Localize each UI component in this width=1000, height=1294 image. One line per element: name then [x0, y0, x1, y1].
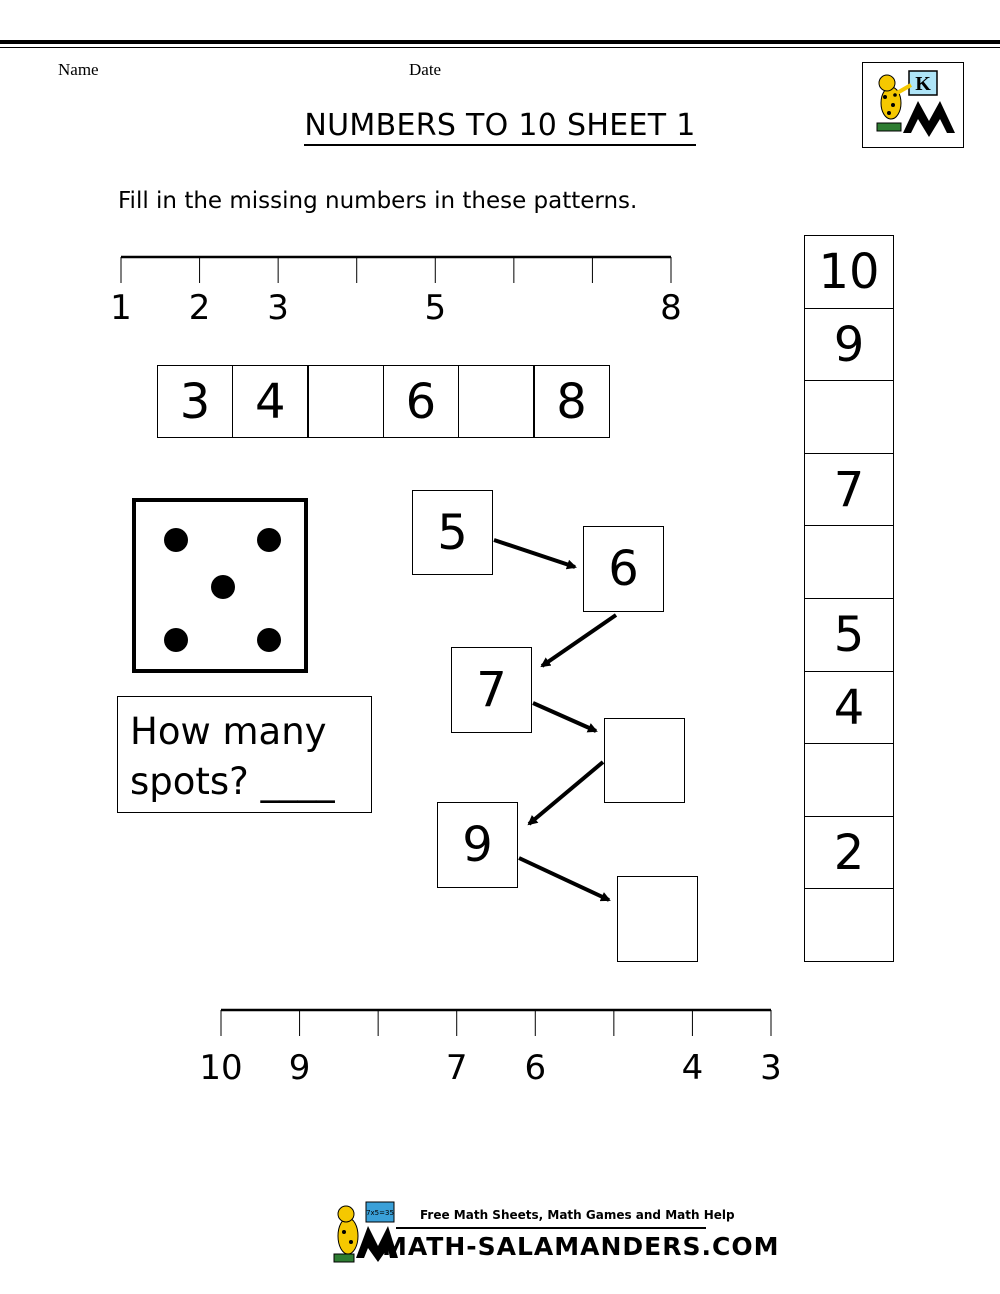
dice [132, 498, 308, 673]
number-box: 9 [437, 802, 518, 888]
question-line-1: How many [130, 710, 327, 753]
answer-box[interactable] [458, 365, 535, 438]
number-box: 8 [533, 365, 610, 438]
number-box: 3 [157, 365, 233, 438]
dice-spot [257, 628, 281, 652]
number-box: 6 [382, 365, 459, 438]
nl-top-label: 2 [188, 288, 211, 328]
arrow-icon [518, 856, 611, 902]
spots-question[interactable]: How many spots? ____ [117, 696, 372, 813]
number-box: 4 [232, 365, 309, 438]
number-box: 7 [451, 647, 532, 733]
nl-bot-label: 10 [199, 1048, 243, 1088]
number-line-top [120, 255, 672, 283]
footer-logo: 7x5=35 [333, 1201, 706, 1263]
nl-bot-label: 4 [681, 1048, 704, 1088]
number-box: 6 [583, 526, 664, 612]
number-box: 5 [804, 598, 894, 672]
number-line-bottom [220, 1008, 772, 1036]
number-box: 7 [804, 452, 894, 527]
answer-box[interactable] [804, 888, 894, 963]
nl-bot-label: 9 [288, 1048, 311, 1088]
nl-top-label: 8 [660, 288, 682, 328]
arrow-icon [532, 701, 598, 733]
dice-spot [164, 528, 188, 552]
answer-box[interactable] [604, 718, 685, 803]
nl-bot-label: 3 [760, 1048, 782, 1088]
arrow-icon [527, 760, 605, 826]
nl-top-label: 5 [424, 288, 447, 328]
answer-box[interactable] [804, 380, 894, 455]
nl-bot-label: 7 [445, 1048, 468, 1088]
question-line-2: spots? ____ [130, 760, 335, 803]
answer-box[interactable] [307, 365, 384, 438]
svg-text:7x5=35: 7x5=35 [366, 1209, 394, 1217]
number-box: 10 [804, 235, 894, 309]
top-rule [0, 40, 1000, 44]
dice-spot [257, 528, 281, 552]
page-title: NUMBERS TO 10 SHEET 1 [0, 108, 1000, 146]
date-label: Date [409, 60, 442, 79]
answer-box[interactable] [617, 876, 698, 962]
footer-tagline: Free Math Sheets, Math Games and Math He… [420, 1208, 735, 1222]
nl-top-label: 3 [267, 288, 289, 328]
number-box: 5 [412, 490, 493, 575]
number-box: 2 [804, 815, 894, 890]
top-rule-thin [0, 47, 1000, 48]
name-label: Name [58, 60, 99, 79]
number-box: 4 [804, 670, 894, 745]
number-box: 9 [804, 307, 894, 382]
dice-spot [164, 628, 188, 652]
nl-bot-label: 6 [524, 1048, 547, 1088]
footer-brand: MATH-SALAMANDERS.COM [382, 1232, 780, 1261]
salamander-logo: K [862, 62, 964, 148]
answer-box[interactable] [804, 525, 894, 600]
arrow-icon [493, 538, 577, 570]
nl-top-label: 1 [110, 288, 132, 328]
chain-arrows [493, 538, 618, 902]
salamander-icon: K [876, 70, 955, 137]
dice-spot [211, 575, 235, 599]
arrow-icon [540, 613, 618, 668]
instructions: Fill in the missing numbers in these pat… [118, 188, 638, 214]
grade-badge: K [915, 73, 931, 95]
answer-box[interactable] [804, 743, 894, 818]
